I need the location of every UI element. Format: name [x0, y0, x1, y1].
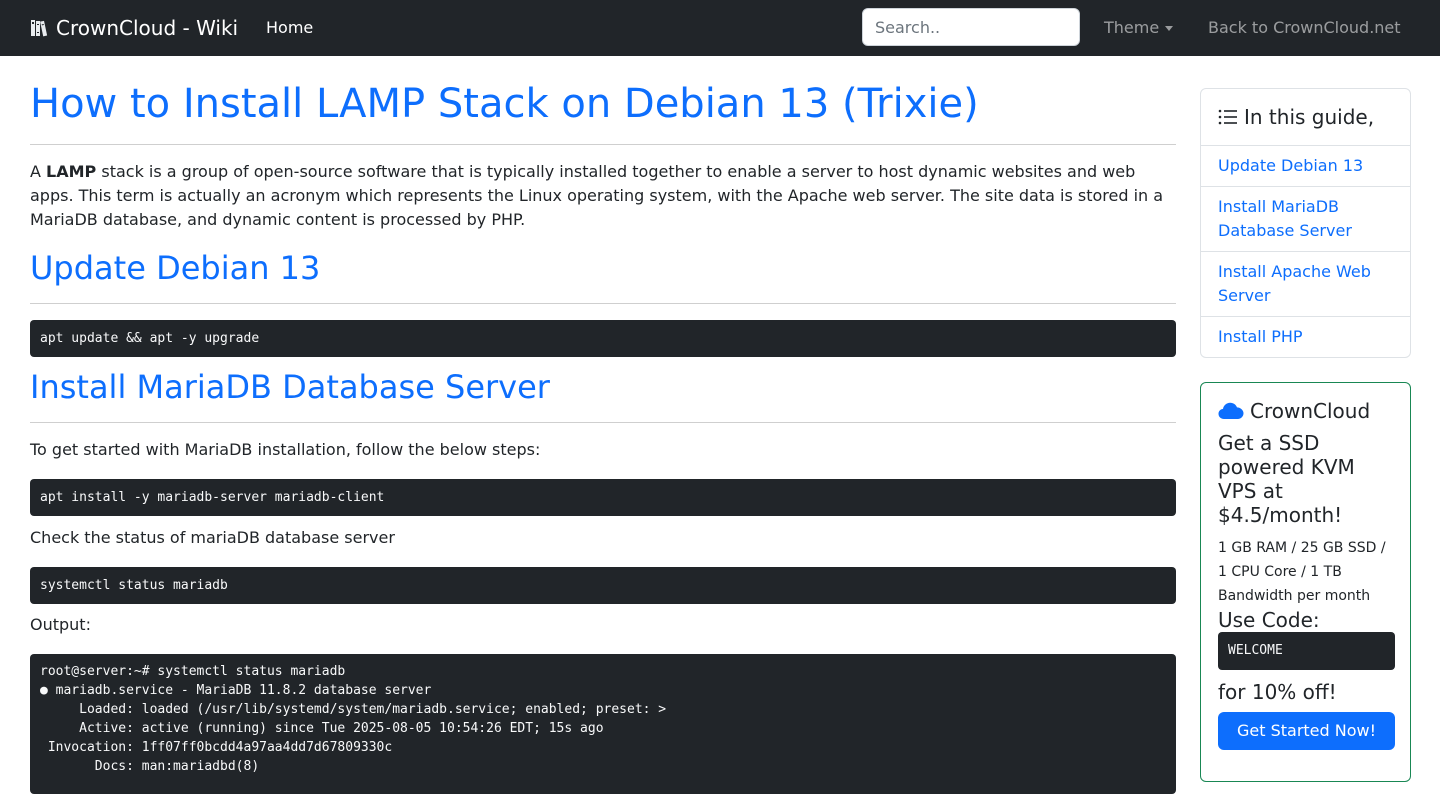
toc-item-php[interactable]: Install PHP [1218, 327, 1303, 346]
page-title: How to Install LAMP Stack on Debian 13 (… [30, 81, 979, 127]
theme-label: Theme [1104, 18, 1160, 37]
code-block-mariadb-status[interactable]: systemctl status mariadb [30, 567, 1176, 604]
intro-bold: LAMP [46, 162, 97, 181]
section-heading-mariadb: Install MariaDB Database Server [30, 368, 550, 406]
promo-title: CrownCloud [1218, 399, 1370, 423]
search-input[interactable] [862, 8, 1080, 46]
code-block-mariadb-install[interactable]: apt install -y mariadb-server mariadb-cl… [30, 479, 1176, 516]
section-heading-update: Update Debian 13 [30, 249, 321, 287]
caret-down-icon [1165, 25, 1174, 31]
output-label: Output: [30, 615, 91, 634]
brand-link[interactable]: CrownCloud - Wiki [30, 13, 238, 43]
mariadb-intro-text: To get started with MariaDB installation… [30, 440, 541, 459]
back-to-crowncloud-link[interactable]: Back to CrownCloud.net [1208, 18, 1401, 37]
toc-title: In this guide, [1244, 105, 1375, 129]
promo-code-block[interactable]: WELCOME [1218, 632, 1395, 670]
top-navbar: CrownCloud - Wiki Home Theme Back to Cro… [0, 0, 1440, 56]
section-divider [30, 303, 1176, 304]
promo-title-text: CrownCloud [1250, 399, 1371, 423]
toc-item-mariadb[interactable]: Install MariaDB Database Server [1201, 187, 1410, 252]
mariadb-check-text: Check the status of mariaDB database ser… [30, 528, 395, 547]
code-block-update[interactable]: apt update && apt -y upgrade [30, 320, 1176, 357]
get-started-button[interactable]: Get Started Now! [1218, 712, 1395, 750]
toc-header: In this guide, [1201, 89, 1410, 146]
list-icon [1218, 109, 1237, 125]
toc-card: In this guide, Update Debian 13 Install … [1200, 88, 1411, 358]
nav-home-link[interactable]: Home [266, 18, 314, 37]
toc-item-apache[interactable]: Install Apache Web Server [1201, 252, 1410, 317]
brand-text: CrownCloud - Wiki [56, 16, 239, 40]
cloud-icon [1218, 402, 1244, 419]
section-divider [30, 422, 1176, 423]
intro-paragraph: A LAMP stack is a group of open-source s… [30, 160, 1176, 232]
toc-item-update[interactable]: Update Debian 13 [1201, 146, 1410, 187]
promo-specs: 1 GB RAM / 25 GB SSD / 1 CPU Core / 1 TB… [1218, 540, 1386, 604]
title-divider [30, 144, 1176, 145]
promo-discount: for 10% off! [1218, 680, 1337, 704]
promo-headline: Get a SSD powered KVM VPS at $4.5/month! [1218, 431, 1355, 527]
books-icon [31, 20, 48, 37]
intro-prefix: A [30, 162, 47, 181]
promo-use-code-label: Use Code: [1218, 608, 1320, 632]
intro-rest: stack is a group of open-source software… [30, 162, 1164, 229]
theme-dropdown[interactable]: Theme [1104, 16, 1174, 40]
code-block-output[interactable]: root@server:~# systemctl status mariadb … [30, 654, 1176, 794]
promo-card: CrownCloud Get a SSD powered KVM VPS at … [1200, 382, 1411, 782]
